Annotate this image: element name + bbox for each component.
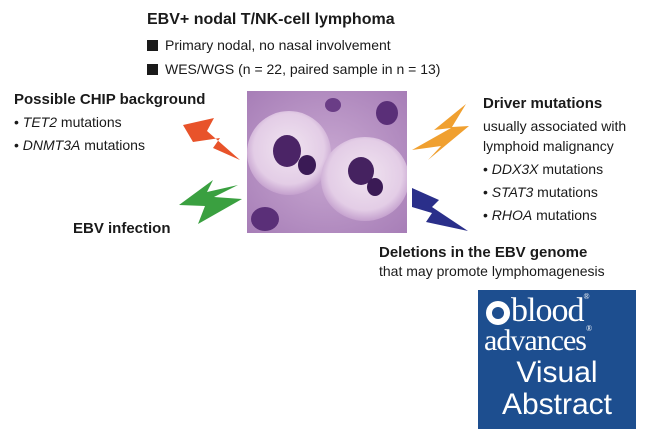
driver-subtitle-1: usually associated with <box>483 118 627 134</box>
driver-title: Driver mutations <box>483 95 603 112</box>
chip-item-tet2: • TET2 mutations <box>14 114 122 130</box>
header-bullet-1: Primary nodal, no nasal involvement <box>147 36 391 55</box>
chip-title: Possible CHIP background <box>14 91 206 108</box>
header-bullet-2: WES/WGS (n = 22, paired sample in n = 13… <box>147 60 440 79</box>
main-title: EBV+ nodal T/NK-cell lymphoma <box>147 11 395 28</box>
chip-item-dnmt3a: • DNMT3A mutations <box>14 137 145 153</box>
cell-nucleus <box>367 178 383 196</box>
cell-nucleus <box>251 207 279 231</box>
driver-subtitle-2: lymphoid malignancy <box>483 138 614 154</box>
cell-nucleus <box>298 155 316 175</box>
blood-advances-visual-abstract-logo: blood® advances® Visual Abstract <box>478 290 636 429</box>
square-bullet-icon <box>147 40 158 51</box>
cell-nucleus <box>273 135 301 167</box>
lightning-bolt-driver-icon <box>412 104 469 160</box>
cell-nucleus <box>348 157 374 185</box>
lightning-bolt-ebv-icon <box>179 180 242 224</box>
driver-item-rhoa: • RHOA mutations <box>483 207 597 223</box>
lightning-bolt-deletion-icon <box>412 188 468 231</box>
society-seal-icon <box>486 301 510 325</box>
cell-nucleus <box>376 101 398 125</box>
cell-nucleus <box>325 98 341 112</box>
deletions-title: Deletions in the EBV genome <box>379 244 588 261</box>
lightning-bolt-chip-icon <box>183 118 240 160</box>
ebv-infection-label: EBV infection <box>73 220 171 237</box>
deletions-subtitle: that may promote lymphomagenesis <box>379 263 605 279</box>
histology-micrograph <box>247 91 407 233</box>
driver-item-ddx3x: • DDX3X mutations <box>483 161 604 177</box>
driver-item-stat3: • STAT3 mutations <box>483 184 598 200</box>
square-bullet-icon <box>147 64 158 75</box>
